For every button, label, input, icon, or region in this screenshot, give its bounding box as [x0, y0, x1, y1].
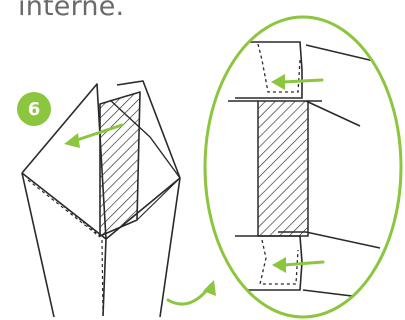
left-wall: [22, 84, 106, 316]
bottom-insert-arrow-icon: [272, 257, 323, 273]
hatched-flap: [100, 92, 140, 236]
box-illustration: [22, 81, 180, 317]
hatched-strip: [258, 101, 308, 236]
zoom-connector-arrow-icon: [168, 280, 216, 304]
top-insert-arrow-icon: [271, 74, 322, 90]
